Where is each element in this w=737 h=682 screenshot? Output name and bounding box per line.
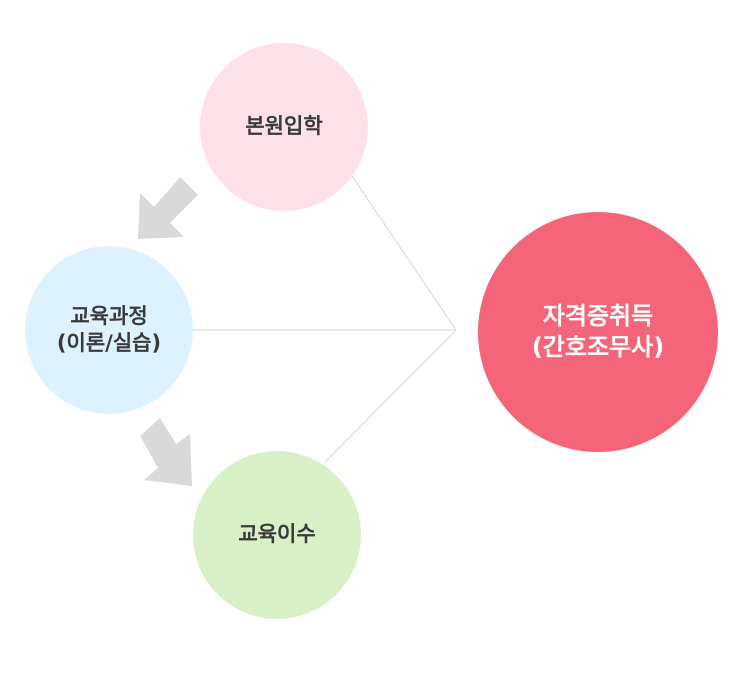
- node-completion: 교육이수: [193, 451, 361, 619]
- node-curriculum: 교육과정 (이론/실습): [25, 246, 193, 414]
- curriculum-label: 교육과정: [70, 303, 148, 328]
- arrow-down-left-icon: [138, 177, 198, 239]
- connector-admission: [351, 175, 457, 331]
- certification-sublabel: (간호조무사): [531, 333, 665, 361]
- curriculum-sublabel: (이론/실습): [56, 331, 162, 355]
- admission-label: 본원입학: [245, 114, 323, 139]
- arrow-down-right-icon: [140, 418, 192, 486]
- node-admission: 본원입학: [200, 43, 368, 211]
- completion-label: 교육이수: [238, 522, 316, 547]
- certification-label: 자격증취득: [542, 301, 654, 330]
- connector-completion: [324, 329, 457, 463]
- node-certification: 자격증취득 (간호조무사): [478, 212, 718, 452]
